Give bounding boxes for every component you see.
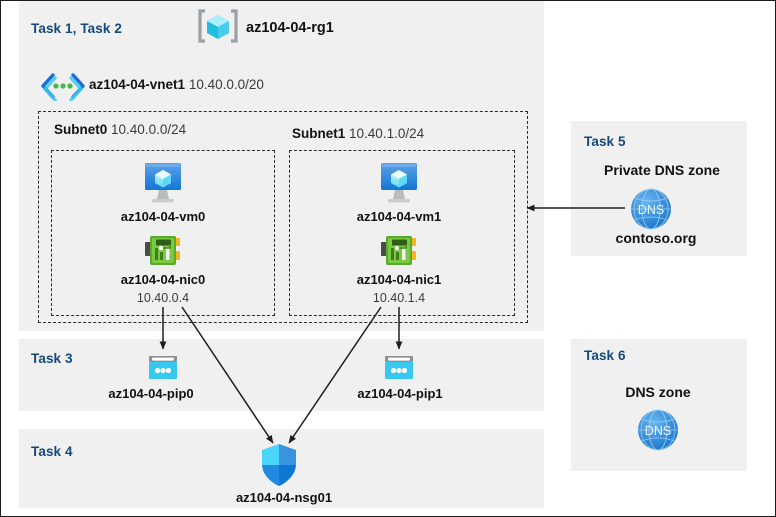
vnet-name: az104-04-vnet1	[89, 77, 186, 92]
private-dns-zone-heading: Private DNS zone	[604, 162, 720, 178]
subnet0-header: Subnet0 10.40.0.0/24	[54, 122, 186, 137]
nsg-label: az104-04-nsg01	[235, 490, 333, 505]
dns-zone-icon: DNS	[627, 185, 675, 233]
network-security-group-icon	[258, 442, 300, 488]
task-label-6: Task 6	[584, 348, 626, 363]
dns-zone-icon: DNS	[634, 406, 682, 454]
public-ip-panel	[19, 339, 544, 411]
private-dns-zone-panel	[571, 121, 747, 256]
subnet0-cidr: 10.40.0.0/24	[111, 122, 187, 137]
vnet-cidr: 10.40.0.0/20	[188, 77, 264, 92]
nic0-ip: 10.40.0.4	[136, 291, 190, 305]
public-ip-address-icon	[382, 353, 416, 383]
pip0-label: az104-04-pip0	[108, 386, 194, 401]
vnet-header: az104-04-vnet1 10.40.0.0/20	[89, 77, 264, 92]
subnet1-header: Subnet1 10.40.1.0/24	[292, 126, 424, 141]
task-label-1-2: Task 1, Task 2	[31, 21, 122, 36]
public-ip-address-icon	[146, 353, 180, 383]
dns-zone-heading: DNS zone	[625, 384, 691, 400]
dns-icon-text: DNS	[645, 424, 671, 438]
resource-group-icon	[197, 7, 239, 45]
task-label-4: Task 4	[31, 444, 73, 459]
network-interface-icon	[379, 233, 419, 269]
virtual-network-icon	[39, 71, 87, 102]
resource-group-panel	[19, 1, 544, 331]
task-label-3: Task 3	[31, 351, 73, 366]
private-dns-zone-name: contoso.org	[615, 230, 697, 246]
vnet-address-space-box	[38, 111, 528, 323]
virtual-machine-icon	[137, 159, 189, 207]
subnet1-name: Subnet1	[292, 126, 346, 141]
subnet0-name: Subnet0	[54, 122, 108, 137]
pip1-label: az104-04-pip1	[357, 386, 443, 401]
virtual-machine-icon	[373, 159, 425, 207]
nic1-ip: 10.40.1.4	[372, 291, 426, 305]
nic1-label: az104-04-nic1	[356, 272, 442, 287]
subnet1-box	[289, 150, 515, 316]
vm1-label: az104-04-vm1	[356, 209, 442, 224]
nic0-label: az104-04-nic0	[120, 272, 206, 287]
vm0-label: az104-04-vm0	[120, 209, 206, 224]
dns-icon-text: DNS	[638, 203, 664, 217]
task-label-5: Task 5	[584, 134, 626, 149]
subnet1-cidr: 10.40.1.0/24	[349, 126, 425, 141]
resource-group-name: az104-04-rg1	[246, 20, 334, 36]
network-interface-icon	[143, 233, 183, 269]
